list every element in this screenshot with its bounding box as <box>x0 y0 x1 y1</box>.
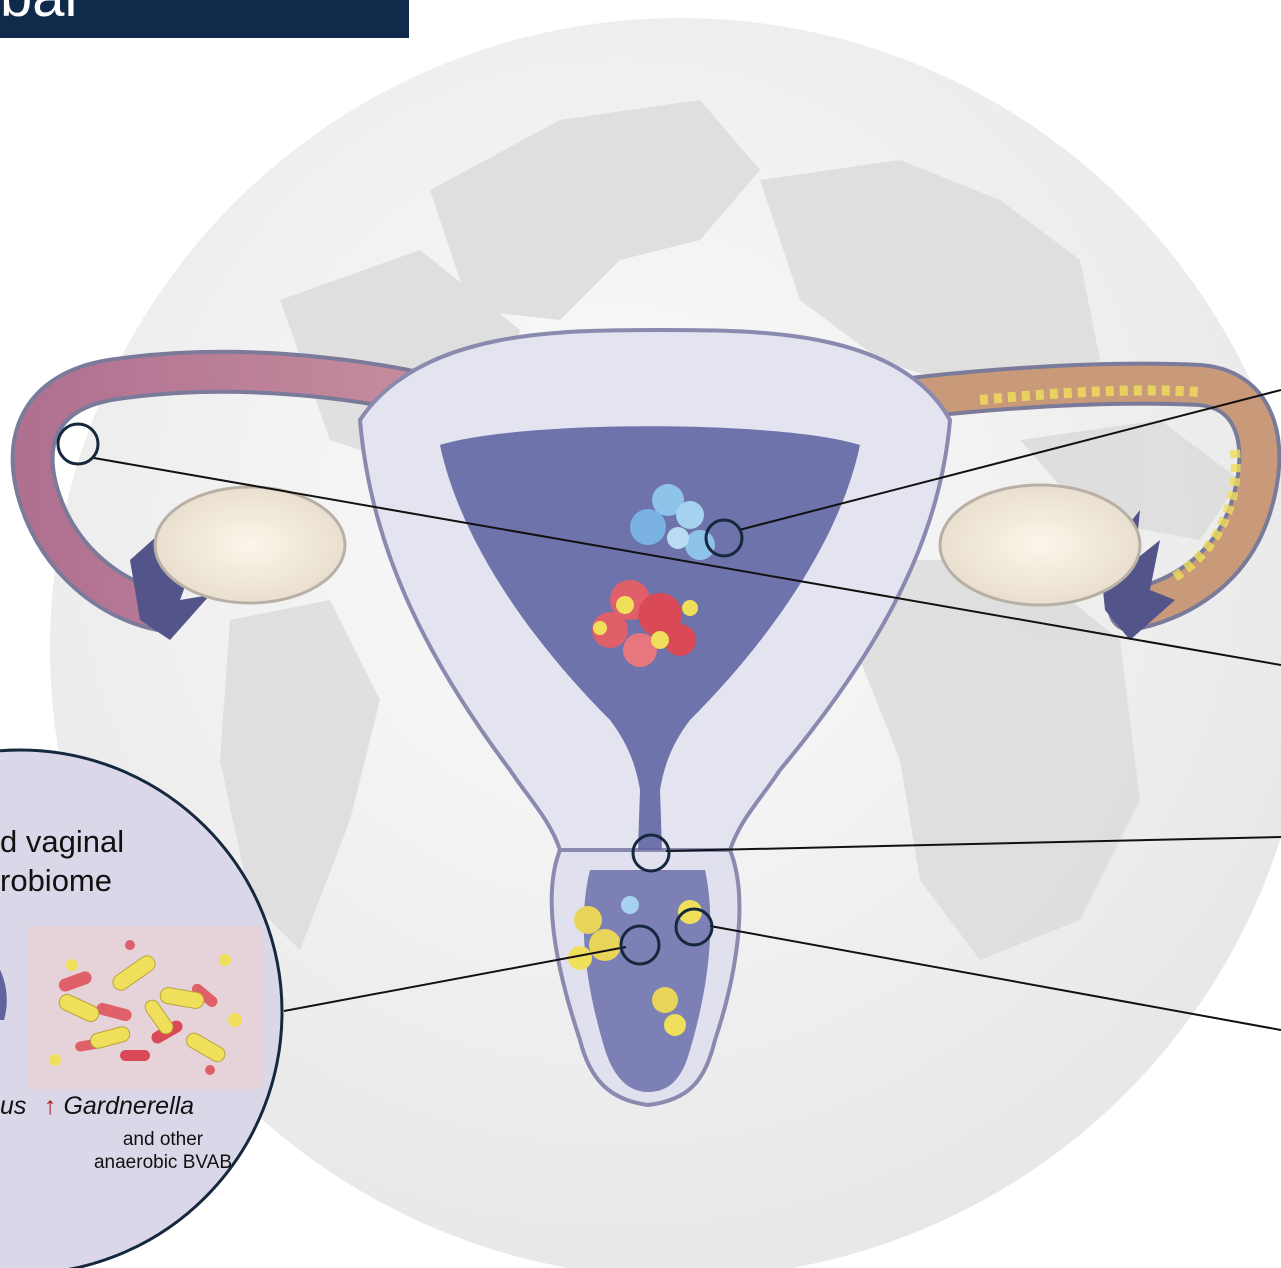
increase-arrow-icon: ↑ <box>44 1092 57 1120</box>
inset-right-subcaption: and other anaerobic BVAB <box>52 1129 274 1175</box>
gardnerella-label: Gardnerella <box>63 1092 194 1120</box>
inset-subcaption-line2: anaerobic BVAB <box>52 1152 274 1175</box>
inset-subcaption-line1: and other <box>52 1129 274 1152</box>
inset-heading-line1: d vaginal <box>0 823 124 862</box>
inset-heading-line2: robiome <box>0 862 124 901</box>
bacteria-micrograph <box>28 926 261 1089</box>
title-banner: bal <box>0 0 409 38</box>
left-ovary <box>155 487 345 603</box>
title-text: bal <box>0 0 77 26</box>
inset-heading: d vaginal robiome <box>0 823 124 901</box>
right-ovary <box>940 485 1140 605</box>
lactobacillus-caption: us <box>0 1092 26 1120</box>
inset-right-caption: ↑ Gardnerella <box>44 1092 194 1121</box>
inset-left-caption: us <box>0 1092 26 1121</box>
